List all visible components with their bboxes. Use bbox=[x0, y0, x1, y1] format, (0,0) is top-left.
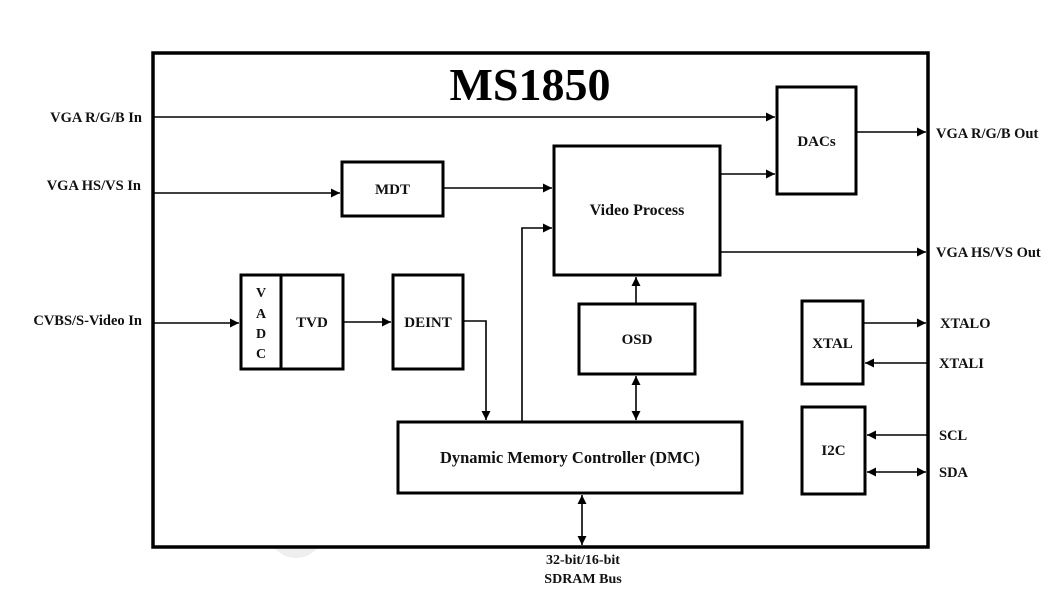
i2c-block: I2C bbox=[800, 405, 867, 496]
vadc-letter-c: C bbox=[256, 347, 266, 362]
xtal-block: XTAL bbox=[800, 299, 865, 386]
dacs-label: DACs bbox=[797, 134, 835, 150]
video-process-label: Video Process bbox=[590, 202, 685, 219]
dacs-block: DACs bbox=[775, 85, 858, 196]
pin-label-sda: SDA bbox=[939, 465, 969, 481]
tvd-block: TVD bbox=[279, 273, 345, 371]
chip-title: MS1850 bbox=[450, 59, 611, 110]
i2c-label: I2C bbox=[821, 443, 845, 459]
bus-label-width: 32-bit/16-bit bbox=[546, 553, 620, 568]
bus-label-name: SDRAM Bus bbox=[544, 572, 622, 587]
osd-block: OSD bbox=[577, 302, 697, 376]
vadc-block: V A D C bbox=[239, 273, 283, 371]
pin-label-xtali: XTALI bbox=[939, 356, 984, 372]
dmc-label: Dynamic Memory Controller (DMC) bbox=[440, 448, 700, 467]
deint-block: DEINT bbox=[391, 273, 465, 371]
tvd-label: TVD bbox=[296, 315, 328, 331]
input-label-vga-hsvs: VGA HS/VS In bbox=[47, 178, 141, 194]
video-process-block: Video Process bbox=[552, 144, 722, 277]
pin-label-scl: SCL bbox=[939, 428, 968, 444]
dmc-block: Dynamic Memory Controller (DMC) bbox=[396, 420, 744, 495]
input-label-vga-rgb: VGA R/G/B In bbox=[50, 110, 142, 126]
vadc-letter-a: A bbox=[256, 307, 267, 322]
mdt-block: MDT bbox=[340, 160, 445, 218]
output-label-vga-hsvs: VGA HS/VS Out bbox=[936, 245, 1041, 261]
wire-deint-to-dmc bbox=[463, 320, 491, 420]
vadc-letter-v: V bbox=[256, 286, 266, 301]
osd-label: OSD bbox=[622, 332, 653, 348]
mdt-label: MDT bbox=[375, 182, 410, 198]
deint-label: DEINT bbox=[404, 315, 452, 331]
vadc-letter-d: D bbox=[256, 327, 266, 342]
xtal-label: XTAL bbox=[812, 336, 853, 352]
pin-label-xtalo: XTALO bbox=[940, 316, 991, 332]
output-label-vga-rgb: VGA R/G/B Out bbox=[936, 126, 1038, 142]
wire-dmc-to-video-process bbox=[521, 223, 552, 422]
input-label-cvbs: CVBS/S-Video In bbox=[33, 313, 142, 329]
